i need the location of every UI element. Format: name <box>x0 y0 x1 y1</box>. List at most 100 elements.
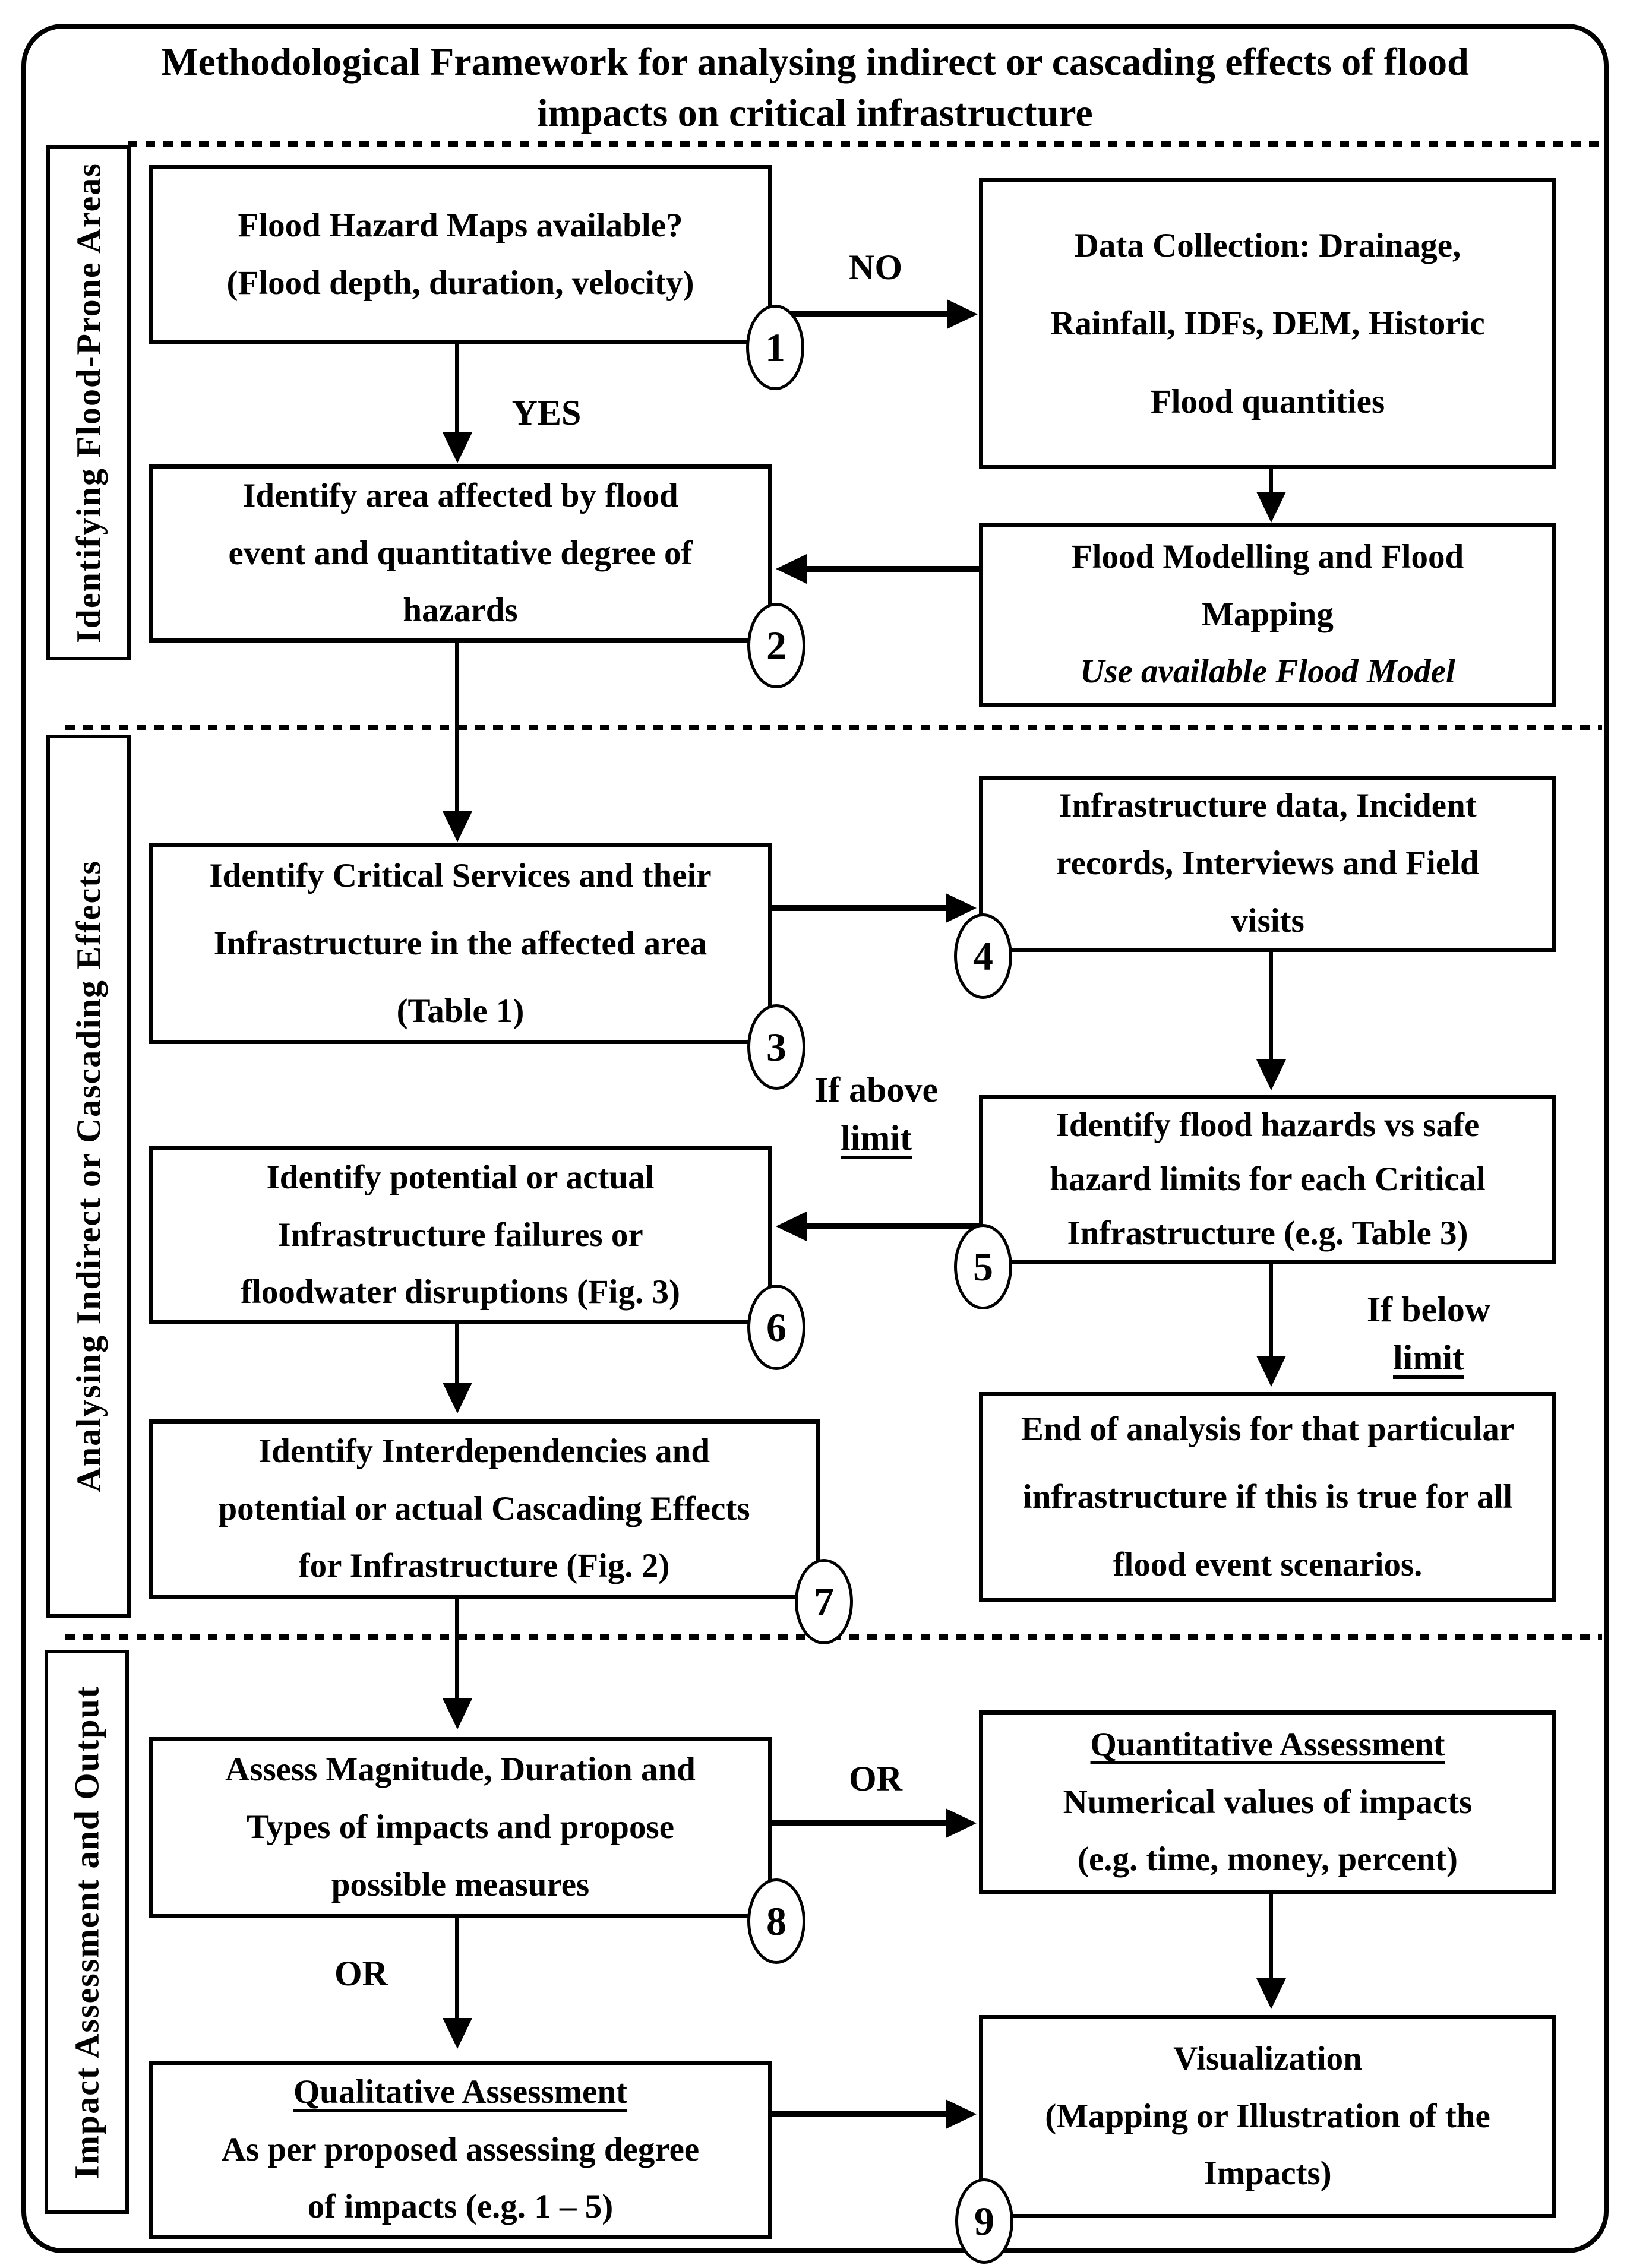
box-qualitative-assessment: Qualitative Assessment As per proposed a… <box>149 2061 772 2239</box>
step-circle-9: 9 <box>955 2178 1013 2264</box>
connector-no-line <box>772 311 950 317</box>
connector-or-qualitative-line <box>455 1918 459 2022</box>
connector-ifbelowlimit-line <box>1269 1264 1273 1359</box>
connector-identifyarea-criticalservices-arrowhead <box>443 811 472 842</box>
label-or-right: OR <box>804 1755 947 1803</box>
box-text-line: floodwater disruptions (Fig. 3) <box>241 1273 680 1311</box>
box-text-line: (Mapping or Illustration of the <box>1045 2097 1490 2135</box>
box-text-line: Assess Magnitude, Duration and <box>225 1751 696 1789</box>
box-text-line: Infrastructure data, Incident <box>1059 787 1477 825</box>
label-if-above-limit-text: limit <box>841 1118 912 1157</box>
box-text-line: Infrastructure in the affected area <box>213 925 707 962</box>
connector-interdependencies-assess-arrowhead <box>443 1698 472 1729</box>
label-or-left: OR <box>290 1950 432 1998</box>
box-text-line: Identify flood hazards vs safe <box>1056 1106 1480 1144</box>
label-no-text: NO <box>849 248 902 287</box>
box-infrastructure-data: Infrastructure data, Incident records, I… <box>979 776 1556 952</box>
connector-no-arrowhead <box>947 299 978 329</box>
box-identify-critical-services: Identify Critical Services and their Inf… <box>149 843 772 1044</box>
step-circle-7: 7 <box>795 1559 853 1644</box>
label-if-above-limit: If above limit <box>778 1066 974 1162</box>
box-identify-interdependencies: Identify Interdependencies and potential… <box>149 1419 820 1599</box>
box-text-line: Visualization <box>1173 2039 1362 2077</box>
box-identify-area: Identify area affected by flood event an… <box>149 464 772 643</box>
section-label-text: Impact Assessment and Output <box>67 1685 106 2179</box>
box-text-line: Identify Interdependencies and <box>258 1432 710 1470</box>
step-circle-1: 1 <box>746 305 804 390</box>
box-text-line: of impacts (e.g. 1 – 5) <box>307 2188 614 2226</box>
label-if-below-limit: If below limit <box>1331 1286 1527 1382</box>
connector-identifyarea-criticalservices-line <box>455 643 459 815</box>
box-text-line: Identify area affected by flood <box>242 476 678 514</box>
connector-floodmodelling-identifyarea-arrowhead <box>776 554 807 584</box>
box-text-line-italic: Use available Flood Model <box>1080 653 1455 691</box>
section-label-impact-assessment-output: Impact Assessment and Output <box>45 1650 129 2214</box>
box-text-line: infrastructure if this is true for all <box>1022 1478 1513 1516</box>
section-divider-2 <box>65 725 1602 730</box>
box-assess-magnitude: Assess Magnitude, Duration and Types of … <box>149 1737 772 1918</box>
box-text-line: flood event scenarios. <box>1113 1546 1423 1583</box>
connector-failures-interdependencies-line <box>455 1324 459 1387</box>
label-if-below-text: If below <box>1366 1290 1491 1329</box>
box-text-line: potential or actual Cascading Effects <box>218 1489 750 1527</box>
section-label-text: Identifying Flood-Prone Areas <box>69 162 108 644</box>
box-text-line: Flood Hazard Maps available? <box>238 206 683 244</box>
box-text-line: (Table 1) <box>396 992 525 1030</box>
label-if-above-text: If above <box>814 1070 939 1109</box>
box-text-line: hazard limits for each Critical <box>1050 1160 1486 1198</box>
box-flood-modelling: Flood Modelling and Flood Mapping Use av… <box>979 523 1556 707</box>
connector-yes-line <box>455 344 459 436</box>
connector-infradata-floodhazards-line <box>1269 952 1273 1062</box>
box-text-line: Types of impacts and propose <box>247 1808 674 1846</box>
box-text-line: End of analysis for that particular <box>1021 1410 1515 1448</box>
step-circle-6: 6 <box>747 1285 805 1370</box>
diagram-title-line1: Methodological Framework for analysing i… <box>161 40 1469 84</box>
connector-interdependencies-assess-line <box>455 1599 459 1703</box>
box-text-line: hazards <box>403 591 518 630</box>
label-yes: YES <box>475 389 618 437</box>
label-or-right-text: OR <box>849 1759 902 1798</box>
box-text-line: possible measures <box>331 1865 590 1903</box>
box-text-line: for Infrastructure (Fig. 2) <box>298 1547 670 1585</box>
box-text-line: visits <box>1231 901 1304 940</box>
box-text-line: Flood Modelling and Flood <box>1071 537 1464 575</box>
box-visualization: Visualization (Mapping or Illustration o… <box>979 2015 1556 2218</box>
connector-ifbelowlimit-arrowhead <box>1256 1356 1286 1387</box>
box-identify-failures: Identify potential or actual Infrastruct… <box>149 1146 772 1324</box>
box-text-line: Numerical values of impacts <box>1063 1783 1473 1821</box>
box-text-line: Identify Critical Services and their <box>209 857 712 894</box>
connector-quantitative-visualization-arrowhead <box>1256 1978 1286 2009</box>
connector-or-quantitative-line <box>772 1820 948 1826</box>
connector-qualitative-visualization-line <box>772 2111 948 2117</box>
connector-ifabovelimit-arrowhead <box>776 1212 807 1241</box>
box-identify-flood-hazards: Identify flood hazards vs safe hazard li… <box>979 1095 1556 1264</box>
step-circle-4: 4 <box>954 913 1012 999</box>
diagram-title-line2: impacts on critical infrastructure <box>537 91 1093 135</box>
label-or-left-text: OR <box>334 1954 388 1993</box>
box-text-line: Identify potential or actual <box>266 1158 655 1196</box>
section-label-text: Analysing Indirect or Cascading Effects <box>69 859 108 1493</box>
section-label-analysing-indirect-cascading-effects: Analysing Indirect or Cascading Effects <box>46 735 131 1618</box>
connector-failures-interdependencies-arrowhead <box>443 1383 472 1413</box>
connector-datacollection-floodmodelling-line <box>1269 469 1273 496</box>
box-text-line: Mapping <box>1202 595 1334 633</box>
connector-or-qualitative-arrowhead <box>443 2018 472 2049</box>
box-text-line: Impacts) <box>1203 2155 1332 2193</box>
connector-yes-arrowhead <box>443 432 472 463</box>
connector-datacollection-floodmodelling-arrowhead <box>1256 492 1286 523</box>
box-heading-underlined: Quantitative Assessment <box>1090 1725 1445 1763</box>
step-circle-8: 8 <box>747 1878 805 1964</box>
box-text-line: (Flood depth, duration, velocity) <box>226 264 694 302</box>
section-divider-1 <box>128 141 1602 147</box>
step-circle-2: 2 <box>747 603 805 688</box>
label-yes-text: YES <box>511 393 582 432</box>
box-data-collection: Data Collection: Drainage, Rainfall, IDF… <box>979 178 1556 469</box>
box-text-line: Flood quantities <box>1150 382 1385 420</box>
connector-floodmodelling-identifyarea-line <box>805 566 979 572</box>
box-heading-underlined: Qualitative Assessment <box>293 2073 628 2111</box>
section-label-identifying-flood-prone-areas: Identifying Flood-Prone Areas <box>46 145 131 660</box>
box-text-line: Data Collection: Drainage, <box>1074 227 1461 265</box>
box-end-of-analysis: End of analysis for that particular infr… <box>979 1392 1556 1602</box>
box-text-line: event and quantitative degree of <box>228 534 693 572</box>
